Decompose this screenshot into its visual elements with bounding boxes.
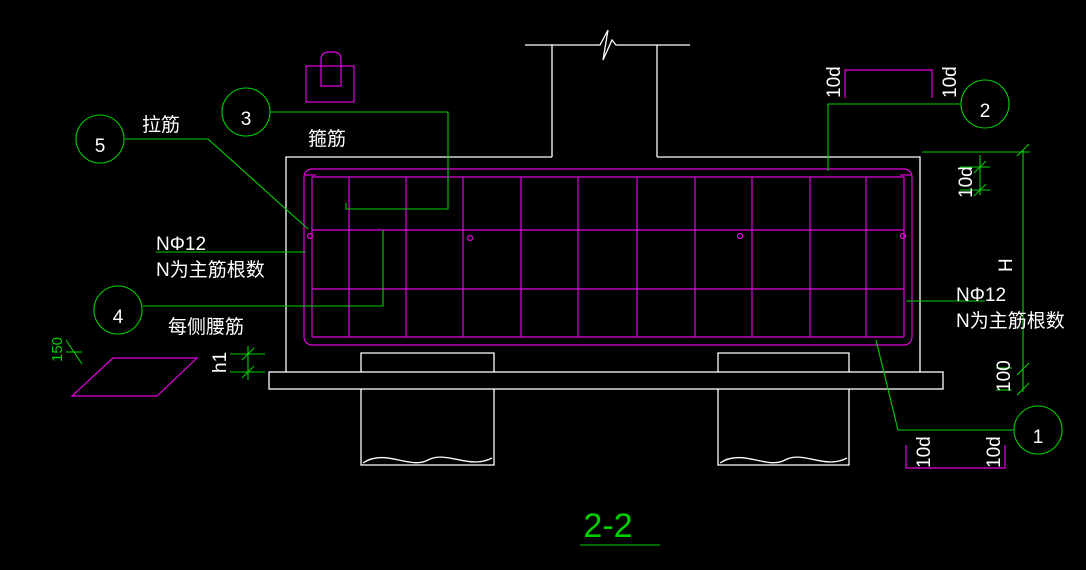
main-bar-left-line1: NΦ12 xyxy=(156,234,206,255)
rebar-cage xyxy=(303,168,913,346)
leader-lines xyxy=(125,103,1013,431)
beam-left-top-edge xyxy=(285,156,552,372)
cushion-slab xyxy=(268,371,944,390)
stirrup-label: 箍筋 xyxy=(308,128,346,150)
rebar-grid xyxy=(306,177,907,337)
callout-4: 4 xyxy=(93,285,143,335)
beam-right-top-edge xyxy=(657,156,921,372)
height-label: H xyxy=(996,258,1017,272)
bottom-100-label: 100 xyxy=(994,360,1015,392)
pile-left xyxy=(360,352,495,466)
pile-right xyxy=(717,352,850,466)
top-cover-label: 10d xyxy=(956,166,977,198)
callout-2: 2 xyxy=(960,79,1010,129)
section-title: 2-2 xyxy=(583,507,632,545)
tie-bar-dot xyxy=(306,232,314,240)
callout-1: 1 xyxy=(1013,405,1063,455)
svg-text:3: 3 xyxy=(241,109,252,130)
bottom-hook-left-label: 10d xyxy=(914,436,935,468)
h1-label: h1 xyxy=(210,352,231,373)
svg-text:5: 5 xyxy=(95,136,106,157)
spacing-150-label: 150 xyxy=(49,337,66,362)
main-bar-right-line1: NΦ12 xyxy=(956,285,1006,306)
column-break-line xyxy=(525,29,690,61)
svg-text:2: 2 xyxy=(980,101,991,122)
svg-text:4: 4 xyxy=(113,307,124,328)
tie-bar-dot xyxy=(466,234,474,242)
concrete-outline xyxy=(268,29,944,466)
bottom-hook-right-label: 10d xyxy=(984,436,1005,468)
tie-bar-dot xyxy=(736,232,744,240)
callout-5: 5 xyxy=(75,114,125,164)
callout-3: 3 xyxy=(221,87,271,137)
tie-bar-dot xyxy=(899,232,907,240)
main-bar-right-line2: N为主筋根数 xyxy=(956,310,1065,332)
side-bar-label: 每侧腰筋 xyxy=(168,316,244,338)
tie-bar-symbol: 150 xyxy=(49,337,199,397)
dimensions xyxy=(230,69,1030,469)
stirrup-outer xyxy=(303,168,913,346)
stirrup-symbol xyxy=(305,51,355,103)
hook-right-label: 10d xyxy=(940,66,961,98)
main-bar-left-line2: N为主筋根数 xyxy=(156,259,265,281)
hook-left-label: 10d xyxy=(824,66,845,98)
svg-text:1: 1 xyxy=(1033,427,1044,448)
tie-bar-label: 拉筋 xyxy=(142,114,180,136)
